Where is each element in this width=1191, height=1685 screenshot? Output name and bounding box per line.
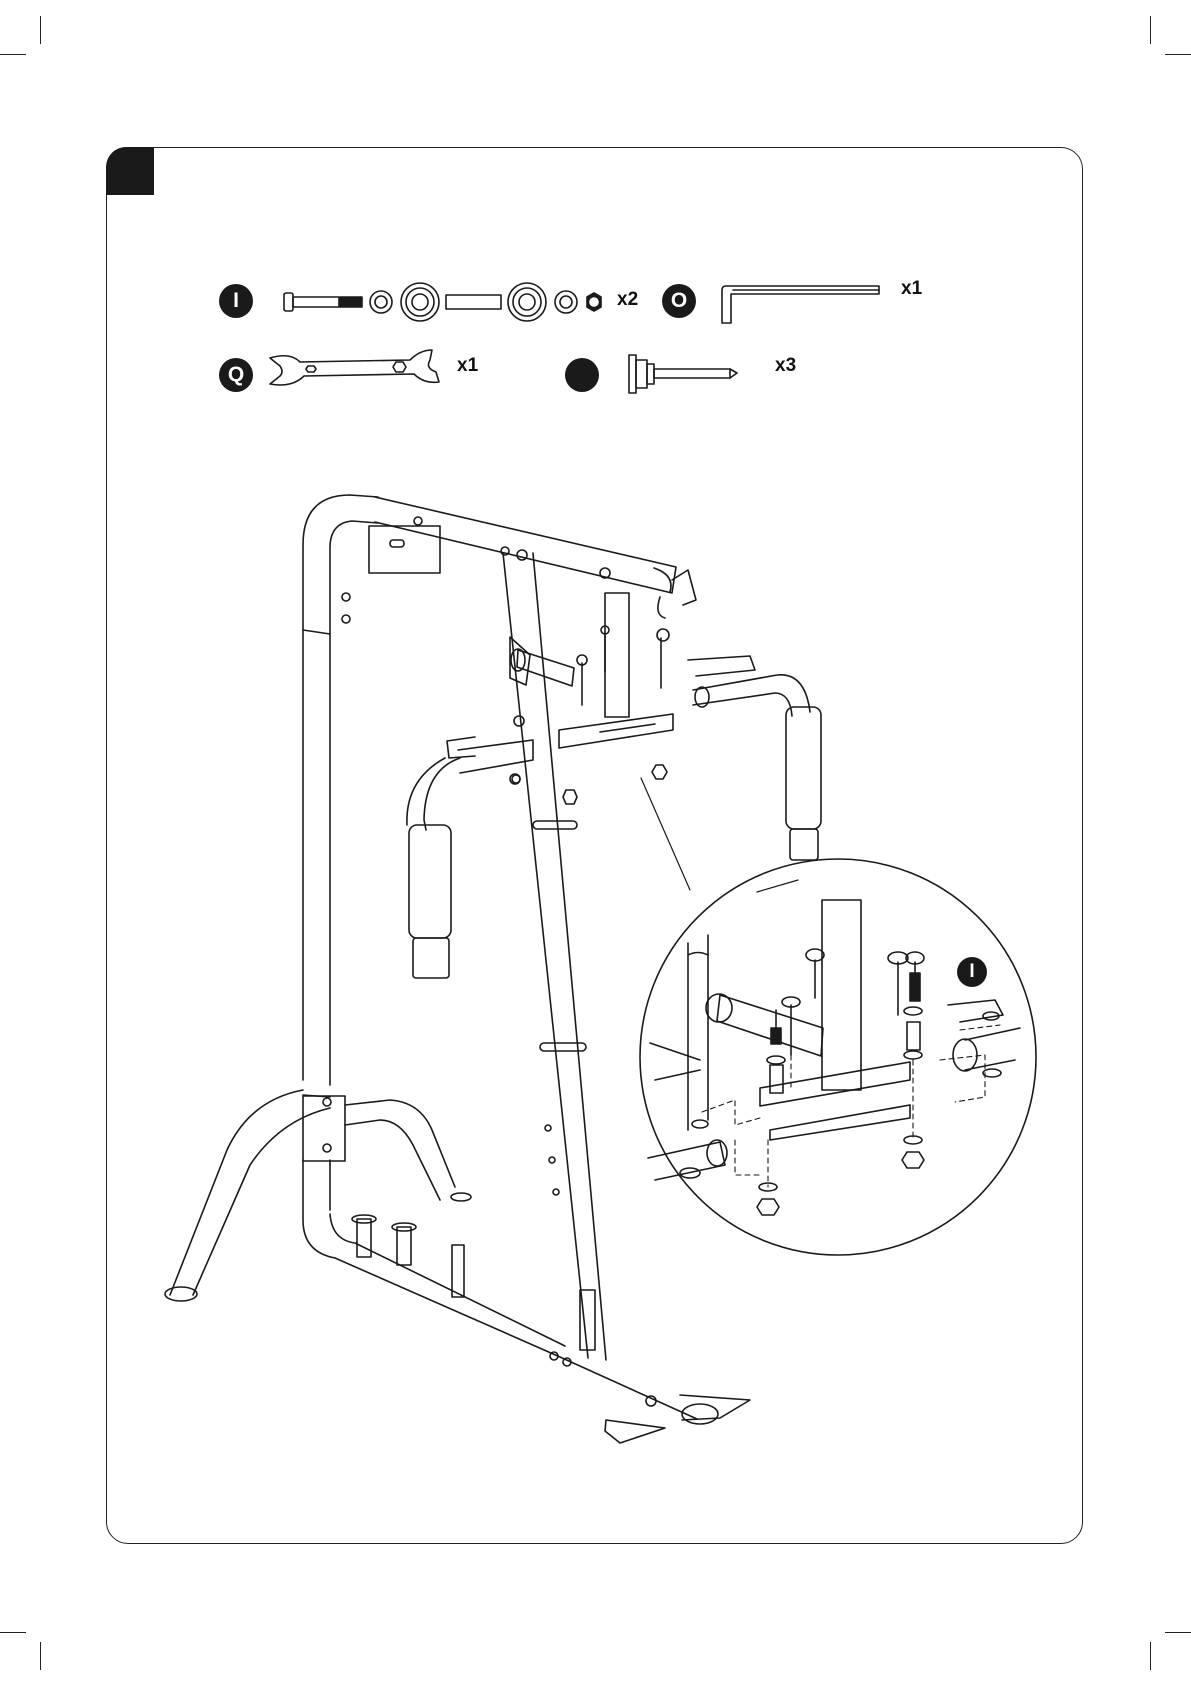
allen-key-icon [722,286,879,323]
detail-callout-badge: I [957,957,987,987]
rack-frame-drawing [165,495,821,1443]
wrench-icon [270,350,439,385]
bolt-washer-bushing-set-icon [284,283,601,321]
callout-leader [641,778,798,892]
detail-callout-circle [640,859,1036,1255]
pull-pin-icon [629,355,737,393]
